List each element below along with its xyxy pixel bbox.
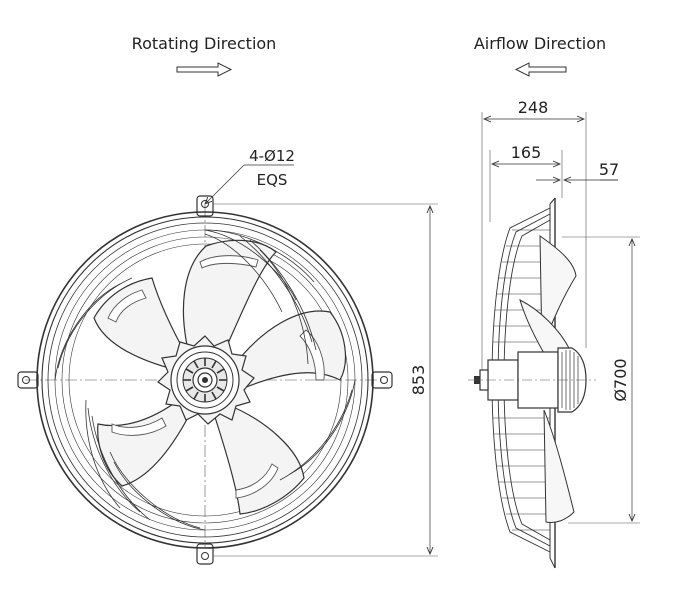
mounting-foot-right (371, 371, 393, 389)
depth-dimensions (481, 112, 618, 370)
mounting-foot-left (17, 371, 39, 389)
depth-total-label: 248 (518, 98, 549, 117)
airflow-direction-arrow-icon (514, 62, 567, 77)
motor-hub (157, 335, 255, 425)
rotating-direction-label: Rotating Direction (132, 34, 277, 53)
diameter-dimension (562, 236, 640, 524)
side-motor (468, 347, 596, 413)
mount-spacing-label: EQS (257, 171, 288, 189)
fan-blade (213, 403, 305, 515)
mounting-foot-bottom (196, 543, 214, 565)
guard-wire-spokes (54, 229, 356, 531)
mount-holes-label: 4-Ø12 (249, 147, 295, 165)
fan-blade (97, 395, 195, 487)
fan-front-view: 4-Ø12 EQS 853 (17, 147, 438, 565)
height-dimension (213, 203, 438, 557)
airflow-direction-label: Airflow Direction (474, 34, 606, 53)
depth-motor-label: 57 (599, 160, 619, 179)
diameter-dimension-label: Ø700 (611, 358, 630, 401)
fan-side-view: 248 165 57 Ø700 (468, 98, 640, 569)
height-dimension-label: 853 (409, 365, 428, 396)
side-blades (519, 235, 577, 523)
rotating-direction-arrow-icon (176, 62, 233, 77)
depth-front-label: 165 (511, 143, 542, 162)
mount-hole-leader (205, 164, 294, 204)
